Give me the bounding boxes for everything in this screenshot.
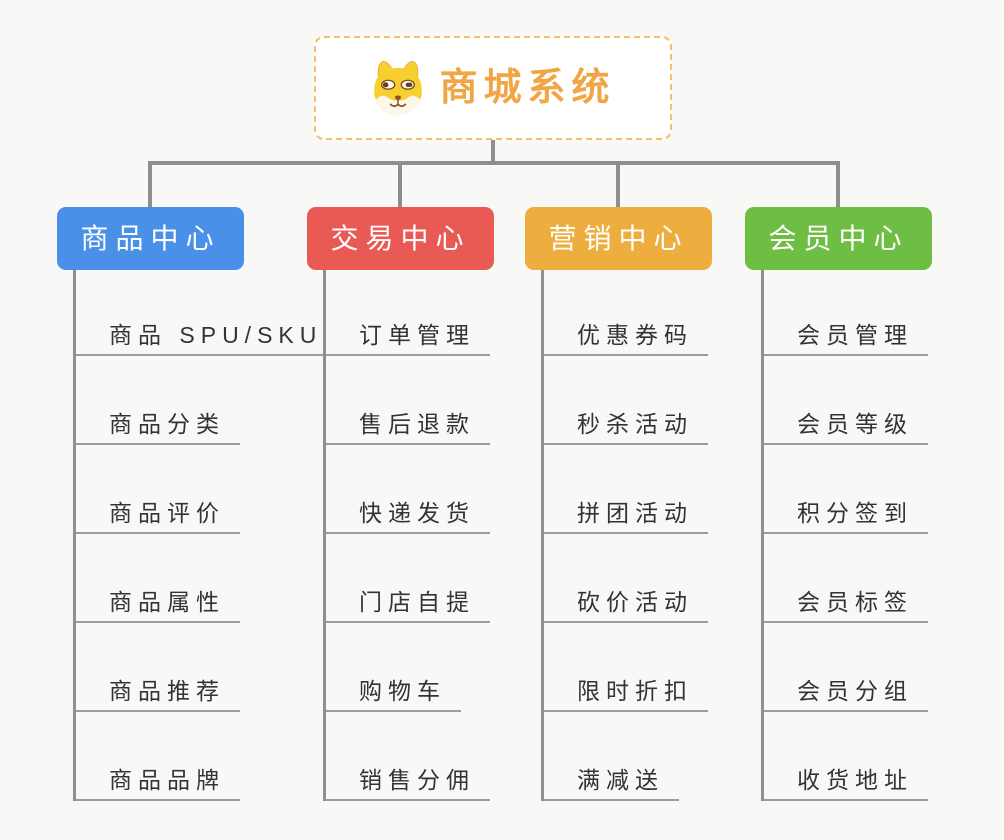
leaf-node[interactable]: 商品品牌	[76, 712, 240, 801]
branch-items-marketing: 优惠券码 秒杀活动 拼团活动 砍价活动 限时折扣 满减送	[541, 270, 708, 801]
leaf-node[interactable]: 商品 SPU/SKU	[76, 270, 338, 356]
leaf-node[interactable]: 收货地址	[764, 712, 928, 801]
branch-node-trade-center[interactable]: 交易中心	[307, 207, 494, 270]
connector-drop-product	[148, 161, 152, 207]
root-node-label: 商城系统	[439, 67, 616, 109]
branch-node-product-center[interactable]: 商品中心	[57, 207, 244, 270]
connector-drop-trade	[398, 161, 402, 207]
leaf-node[interactable]: 积分签到	[764, 445, 928, 534]
leaf-node[interactable]: 优惠券码	[544, 270, 708, 356]
leaf-node[interactable]: 售后退款	[326, 356, 490, 445]
branch-trade-center: 交易中心 订单管理 售后退款 快递发货 门店自提 购物车 销售分佣	[307, 207, 494, 801]
leaf-node[interactable]: 会员分组	[764, 623, 928, 712]
branch-marketing-center: 营销中心 优惠券码 秒杀活动 拼团活动 砍价活动 限时折扣 满减送	[525, 207, 712, 801]
leaf-node[interactable]: 快递发货	[326, 445, 490, 534]
branch-node-member-center[interactable]: 会员中心	[745, 207, 932, 270]
leaf-node[interactable]: 会员管理	[764, 270, 928, 356]
leaf-node[interactable]: 满减送	[544, 712, 679, 801]
leaf-node[interactable]: 会员等级	[764, 356, 928, 445]
leaf-node[interactable]: 购物车	[326, 623, 461, 712]
root-node[interactable]: 商城系统	[314, 36, 672, 140]
leaf-node[interactable]: 销售分佣	[326, 712, 490, 801]
leaf-node[interactable]: 商品评价	[76, 445, 240, 534]
branch-member-center: 会员中心 会员管理 会员等级 积分签到 会员标签 会员分组 收货地址	[745, 207, 932, 801]
branch-product-center: 商品中心 商品 SPU/SKU 商品分类 商品评价 商品属性 商品推荐 商品品牌	[57, 207, 338, 801]
leaf-node[interactable]: 砍价活动	[544, 534, 708, 623]
connector-drop-marketing	[616, 161, 620, 207]
leaf-node[interactable]: 订单管理	[326, 270, 490, 356]
connector-root-stub	[491, 139, 495, 165]
branch-items-trade: 订单管理 售后退款 快递发货 门店自提 购物车 销售分佣	[323, 270, 490, 801]
leaf-node[interactable]: 商品属性	[76, 534, 240, 623]
connector-horizontal-bar	[148, 161, 840, 165]
leaf-node[interactable]: 商品分类	[76, 356, 240, 445]
leaf-node[interactable]: 商品推荐	[76, 623, 240, 712]
leaf-node[interactable]: 会员标签	[764, 534, 928, 623]
branch-node-marketing-center[interactable]: 营销中心	[525, 207, 712, 270]
branch-items-product: 商品 SPU/SKU 商品分类 商品评价 商品属性 商品推荐 商品品牌	[73, 270, 338, 801]
branch-items-member: 会员管理 会员等级 积分签到 会员标签 会员分组 收货地址	[761, 270, 928, 801]
leaf-node[interactable]: 限时折扣	[544, 623, 708, 712]
connector-drop-member	[836, 161, 840, 207]
leaf-node[interactable]: 拼团活动	[544, 445, 708, 534]
shiba-dog-icon	[374, 60, 423, 116]
leaf-node[interactable]: 门店自提	[326, 534, 490, 623]
leaf-node[interactable]: 秒杀活动	[544, 356, 708, 445]
